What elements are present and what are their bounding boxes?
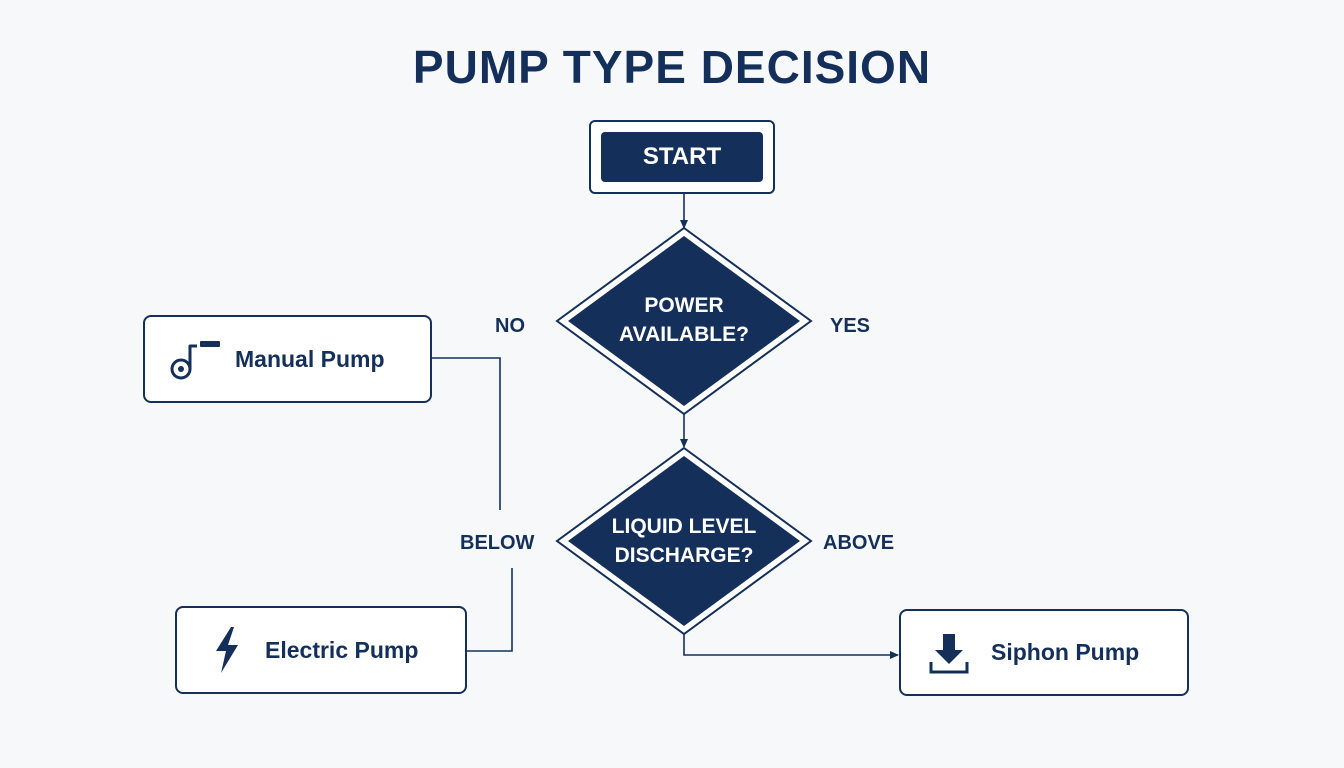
manual-pump-label: Manual Pump: [235, 345, 385, 372]
connector-manual-pump: [431, 357, 501, 510]
decision-power-diamond: [555, 226, 813, 416]
manual-pump-node: Manual Pump: [143, 315, 432, 403]
siphon-pump-label: Siphon Pump: [991, 639, 1140, 665]
electric-pump-label: Electric Pump: [265, 636, 419, 663]
lightning-bolt-icon: [207, 625, 247, 675]
decision-power-label: POWER AVAILABLE?: [574, 291, 794, 349]
start-label: START: [601, 132, 763, 182]
diagram-title: PUMP TYPE DECISION: [412, 41, 932, 93]
edge-label-below: BELOW: [460, 532, 535, 554]
decision-level-label: LIQUID LEVEL DISCHARGE?: [574, 512, 794, 570]
start-node: START: [589, 120, 775, 194]
electric-pump-node: Electric Pump: [175, 606, 467, 694]
edge-label-yes: YES: [830, 315, 871, 337]
connector-level-to-siphon: [683, 634, 899, 659]
download-arrow-icon: [927, 630, 971, 676]
decision-level-diamond: [555, 446, 813, 636]
decision-power-line2: AVAILABLE?: [619, 323, 749, 346]
hand-crank-icon: [163, 333, 225, 385]
connector-electric-pump: [467, 568, 513, 652]
decision-level-line2: DISCHARGE?: [614, 544, 754, 567]
edge-label-above: ABOVE: [823, 532, 895, 554]
decision-level-line1: LIQUID LEVEL: [611, 515, 757, 538]
edge-label-no: NO: [495, 315, 525, 337]
decision-power-line1: POWER: [644, 294, 724, 317]
siphon-pump-node: Siphon Pump: [899, 609, 1189, 696]
